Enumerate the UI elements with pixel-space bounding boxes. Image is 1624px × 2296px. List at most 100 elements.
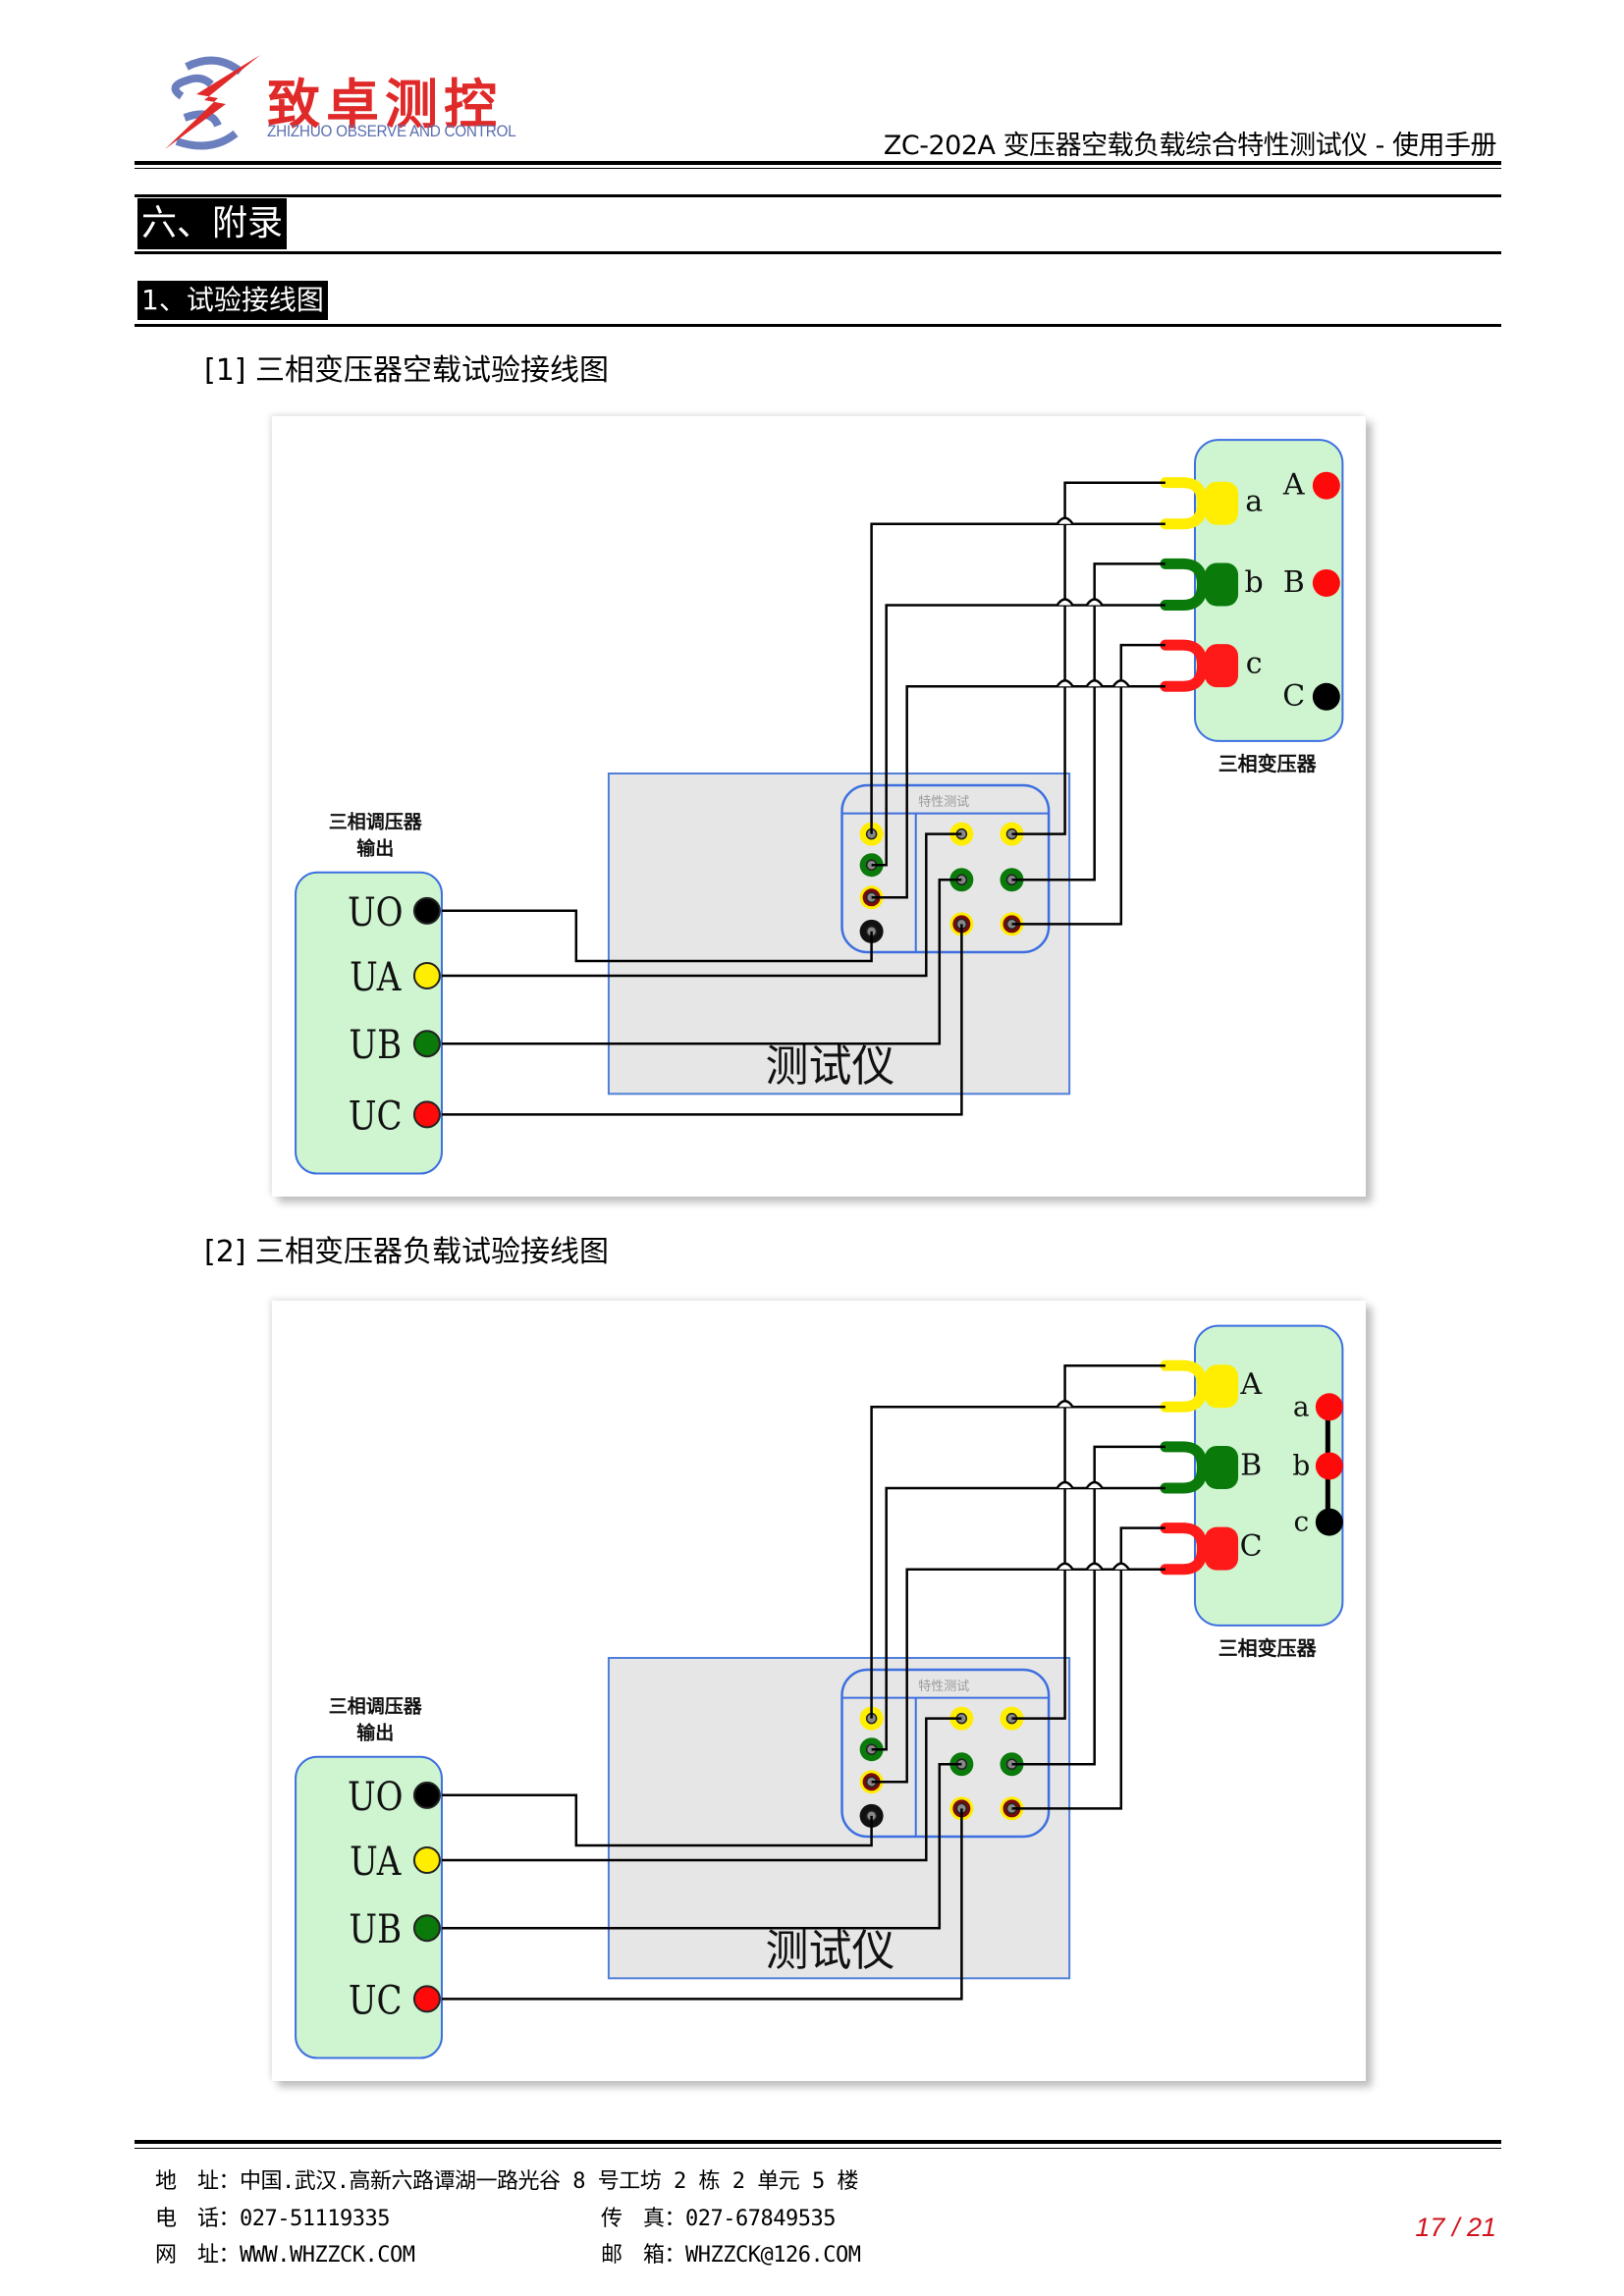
regulator-terminal-label: UC — [349, 1978, 403, 2023]
fax-value: 027-67849535 — [685, 2207, 836, 2231]
hv-terminal-A — [1312, 471, 1340, 500]
logo-text-cn: 致卓测控 — [267, 74, 503, 135]
wire-crossover-hop — [1085, 598, 1104, 607]
clip-label: B — [1240, 1448, 1262, 1482]
page-number: 17 / 21 — [1415, 2213, 1496, 2243]
test-lead-wire — [1011, 643, 1165, 926]
footer-phone: 电 话：027-51119335 — [155, 2201, 390, 2232]
wire-crossover-hop — [1111, 679, 1130, 687]
regulator-terminal-ua — [412, 962, 441, 990]
test-lead-wire — [442, 1763, 962, 1930]
subsection-rule — [135, 324, 1501, 327]
header-rule-thin — [135, 168, 1501, 169]
test-lead-wire — [442, 832, 962, 978]
lv-terminal-a — [1315, 1393, 1343, 1421]
test-lead-wire — [442, 924, 963, 1116]
regulator-terminal-label: UB — [349, 1023, 402, 1068]
lv-terminal-label: b — [1292, 1449, 1310, 1481]
figure-caption-2: [2] 三相变压器负载试验接线图 — [204, 1235, 610, 1269]
regulator-box — [295, 1755, 443, 2059]
regulator-subtitle: 输出 — [356, 1722, 394, 1744]
regulator-terminal-uc — [412, 1985, 441, 2013]
kelvin-clip-head-A — [1205, 1364, 1239, 1409]
web-link[interactable]: WWW.WHZZCK.COM — [240, 2243, 415, 2268]
figure-caption-1: [1] 三相变压器空载试验接线图 — [204, 353, 610, 388]
regulator-terminal-label: UO — [348, 889, 404, 934]
footer-email: 邮 箱：WHZZCK@126.COM — [601, 2237, 861, 2269]
wire-crossover-hop — [1056, 516, 1074, 525]
wire-crossover-hop — [1056, 1480, 1074, 1489]
wire-crossover-hop — [1085, 1562, 1104, 1571]
phone-value: 027-51119335 — [240, 2207, 390, 2231]
tester-label: 测试仪 — [766, 1041, 895, 1092]
test-lead-wire — [1011, 562, 1165, 881]
kelvin-clip-c — [1160, 639, 1209, 692]
test-lead-wire — [442, 1717, 962, 1862]
hv-terminal-label: B — [1283, 565, 1305, 600]
clip-label: a — [1245, 484, 1263, 518]
lv-terminal-b — [1315, 1452, 1343, 1480]
test-lead-wire — [870, 522, 1165, 834]
footer-fax: 传 真：027-67849535 — [601, 2201, 836, 2232]
logo-mark-icon — [165, 55, 260, 150]
email-link[interactable]: WHZZCK@126.COM — [685, 2243, 861, 2268]
kelvin-clip-head-B — [1205, 1445, 1239, 1489]
test-lead-wire — [871, 1486, 1165, 1751]
hv-terminal-label: A — [1282, 468, 1305, 503]
test-lead-wire — [1011, 481, 1165, 835]
kelvin-clip-head-c — [1205, 644, 1239, 688]
lv-terminal-label: c — [1293, 1506, 1309, 1538]
regulator-terminal-uo — [412, 896, 441, 925]
kelvin-clip-b — [1160, 558, 1209, 612]
regulator-terminal-ub — [412, 1914, 441, 1943]
tester-panel-label: 特性测试 — [918, 1680, 969, 1694]
regulator-title: 三相调压器 — [329, 812, 423, 833]
transformer-label: 三相变压器 — [1218, 752, 1318, 775]
kelvin-clip-head-a — [1205, 481, 1239, 525]
footer-address: 地 址：中国.武汉.高新六路谭湖一路光谷 8 号工坊 2 栋 2 单元 5 楼 — [155, 2163, 858, 2195]
clip-label: c — [1246, 647, 1263, 681]
fax-label: 传 真： — [601, 2207, 686, 2231]
kelvin-clip-A — [1160, 1360, 1209, 1413]
test-lead-wire — [442, 1808, 963, 2001]
document-title: ZC-202A 变压器空载负载综合特性测试仪 - 使用手册 — [883, 131, 1497, 161]
section-rule-bottom — [135, 251, 1501, 254]
tester-panel-label: 特性测试 — [918, 795, 969, 810]
company-logo — [157, 47, 265, 155]
section-rule-top — [135, 194, 1501, 197]
regulator-terminal-ub — [412, 1030, 441, 1058]
regulator-terminal-label: UA — [350, 954, 402, 999]
footer-web: 网 址：WWW.WHZZCK.COM — [155, 2237, 415, 2269]
regulator-subtitle: 输出 — [356, 837, 394, 860]
hv-terminal-label: C — [1282, 679, 1305, 714]
test-lead-wire — [1011, 1363, 1165, 1720]
kelvin-clip-B — [1160, 1441, 1209, 1494]
footer-rule — [135, 2140, 1501, 2144]
kelvin-clip-head-C — [1205, 1526, 1239, 1571]
tester-panel — [840, 783, 1051, 954]
wire-crossover-hop — [1085, 679, 1104, 687]
test-lead-wire — [871, 684, 1165, 899]
header-rule — [135, 161, 1501, 165]
page-separator: / — [1444, 2213, 1467, 2242]
section-title: 六、附录 — [137, 198, 288, 249]
phone-label: 电 话： — [155, 2207, 241, 2231]
logo-text-en: ZHIZHUO OBSERVE AND CONTROL — [267, 122, 516, 140]
clip-label: A — [1239, 1367, 1262, 1402]
address-label: 地 址： — [155, 2169, 241, 2194]
tester-panel — [840, 1668, 1051, 1839]
page-total: 21 — [1466, 2213, 1496, 2242]
test-lead-wire — [1011, 1445, 1165, 1766]
transformer-label: 三相变压器 — [1218, 1636, 1318, 1660]
email-label: 邮 箱： — [601, 2243, 686, 2268]
regulator-terminal-uc — [412, 1100, 441, 1129]
web-label: 网 址： — [155, 2243, 241, 2268]
test-lead-wire — [871, 1568, 1165, 1784]
regulator-terminal-label: UC — [349, 1094, 403, 1139]
test-lead-wire — [442, 909, 873, 963]
address-value: 中国.武汉.高新六路谭湖一路光谷 8 号工坊 2 栋 2 单元 5 楼 — [240, 2169, 858, 2194]
test-lead-wire — [870, 1406, 1165, 1719]
